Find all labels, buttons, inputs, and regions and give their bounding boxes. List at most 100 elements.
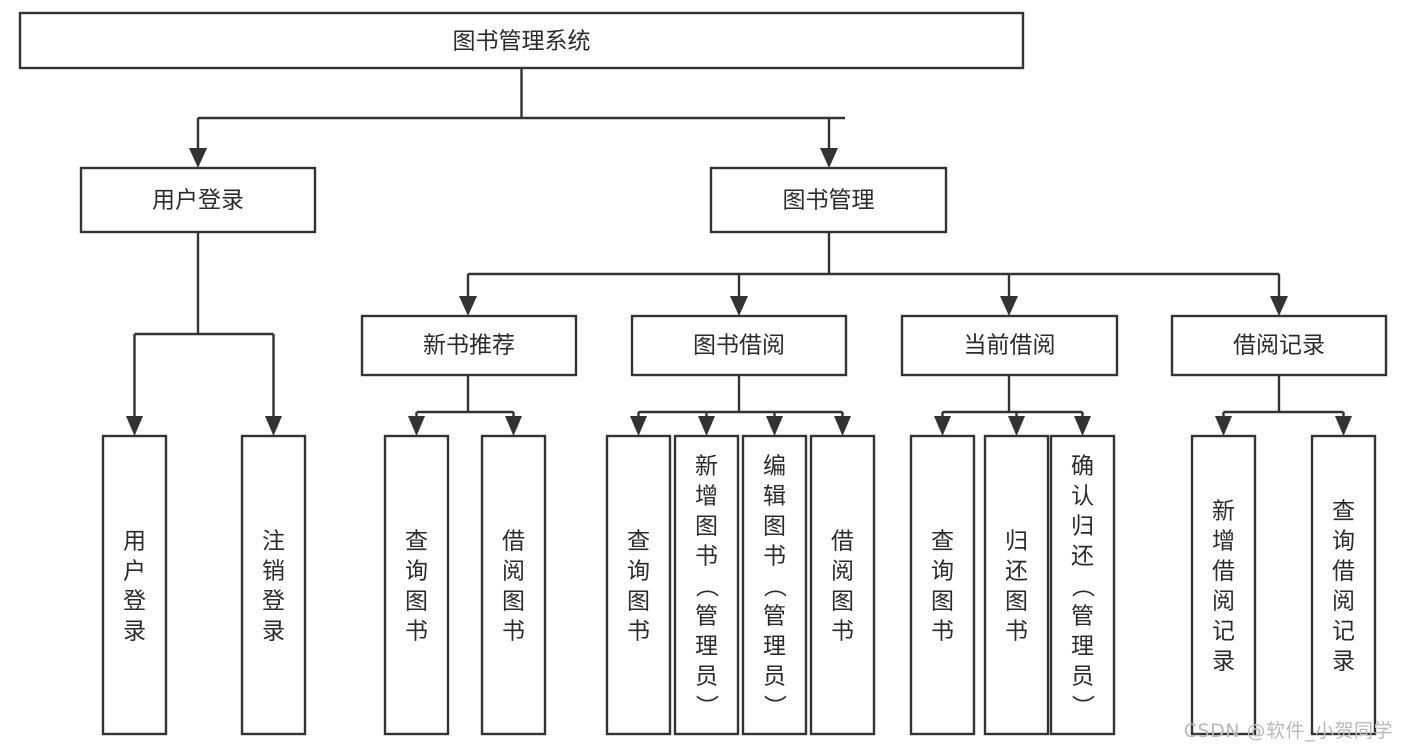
- arrow-head-leaf-borrow-book-recommend: [505, 416, 522, 436]
- svg-text:确: 确: [1071, 453, 1094, 479]
- node-book-manage-box[interactable]: [709, 166, 948, 234]
- arrow-head-leaf-edit-book: [766, 416, 783, 436]
- svg-text:书: 书: [763, 543, 786, 569]
- arrow-head-current-borrow: [1000, 296, 1018, 316]
- svg-text:录: 录: [262, 618, 285, 644]
- arrow-head-leaf-query-book-borrow: [630, 416, 647, 436]
- leaf-labels-group: 用户登录注销登录查询图书借阅图书查询图书新增图书（管理员）编辑图书（管理员）借阅…: [123, 453, 1355, 717]
- node-root-box[interactable]: [18, 11, 1025, 70]
- svg-text:阅: 阅: [831, 558, 854, 584]
- svg-text:询: 询: [405, 558, 428, 584]
- svg-text:理: 理: [763, 633, 786, 659]
- svg-text:借: 借: [502, 528, 525, 554]
- svg-text:图: 图: [502, 588, 525, 614]
- leaf-edit-book-box[interactable]: [741, 434, 808, 736]
- svg-text:书: 书: [627, 618, 650, 644]
- leaf-logout-login-box[interactable]: [240, 434, 307, 736]
- svg-text:图: 图: [763, 513, 786, 539]
- node-book-borrow-label: 图书借阅: [693, 333, 785, 359]
- svg-text:（: （: [1069, 575, 1095, 598]
- arrow-head-leaf-query-borrow-record: [1335, 416, 1352, 436]
- svg-text:管: 管: [695, 603, 718, 629]
- leaf-add-borrow-record-box[interactable]: [1190, 434, 1257, 736]
- leaf-borrow-book-box[interactable]: [809, 434, 876, 736]
- arrow-head-new-book-recommend: [459, 296, 477, 316]
- connector-group-new-book-recommend: [408, 375, 522, 436]
- svg-text:辑: 辑: [763, 483, 786, 509]
- node-book-manage-label: 图书管理: [783, 188, 875, 214]
- connector-group-user-login: [126, 232, 282, 436]
- leaf-query-borrow-record-box[interactable]: [1310, 434, 1377, 736]
- node-book-borrow[interactable]: 图书借阅: [630, 314, 848, 377]
- svg-text:管: 管: [1071, 603, 1094, 629]
- svg-text:查: 查: [931, 528, 954, 554]
- arrow-head-leaf-query-book-recommend: [408, 416, 425, 436]
- svg-text:书: 书: [405, 618, 428, 644]
- leaf-confirm-return-box[interactable]: [1049, 434, 1116, 736]
- node-root[interactable]: 图书管理系统: [18, 11, 1025, 70]
- svg-text:书: 书: [695, 543, 718, 569]
- svg-text:图: 图: [695, 513, 718, 539]
- svg-text:）: ）: [693, 695, 719, 718]
- svg-text:用: 用: [123, 528, 146, 554]
- svg-text:阅: 阅: [502, 558, 525, 584]
- leaf-return-book-box[interactable]: [983, 434, 1050, 736]
- node-borrow-record-box[interactable]: [1170, 314, 1388, 377]
- arrow-head-user-login: [189, 148, 207, 168]
- svg-text:录: 录: [123, 618, 146, 644]
- leaf-nodes-group: [101, 434, 1377, 736]
- arrow-head-leaf-confirm-return: [1074, 416, 1091, 436]
- svg-text:还: 还: [1005, 558, 1028, 584]
- svg-text:询: 询: [1332, 528, 1355, 554]
- svg-text:还: 还: [1071, 543, 1094, 569]
- svg-text:新: 新: [1212, 498, 1235, 524]
- leaf-query-book-borrow-box[interactable]: [605, 434, 672, 736]
- svg-text:新: 新: [695, 453, 718, 479]
- leaf-add-book-box[interactable]: [673, 434, 740, 736]
- svg-text:归: 归: [1071, 513, 1094, 539]
- arrow-head-leaf-add-borrow-record: [1215, 416, 1232, 436]
- node-current-borrow-label: 当前借阅: [964, 333, 1056, 359]
- node-borrow-record[interactable]: 借阅记录: [1170, 314, 1388, 377]
- svg-text:（: （: [761, 575, 787, 598]
- svg-text:）: ）: [761, 695, 787, 718]
- node-user-login[interactable]: 用户登录: [79, 166, 317, 234]
- svg-text:理: 理: [695, 633, 718, 659]
- svg-text:编: 编: [763, 453, 786, 479]
- leaf-query-book-current-box[interactable]: [909, 434, 976, 736]
- node-book-borrow-box[interactable]: [630, 314, 848, 377]
- svg-text:借: 借: [1212, 558, 1235, 584]
- svg-text:）: ）: [1069, 695, 1095, 718]
- svg-text:增: 增: [695, 483, 718, 509]
- node-new-book-recommend[interactable]: 新书推荐: [360, 314, 578, 377]
- leaf-user-login-box[interactable]: [101, 434, 168, 736]
- svg-text:书: 书: [831, 618, 854, 644]
- svg-text:记: 记: [1332, 618, 1355, 644]
- svg-text:图: 图: [405, 588, 428, 614]
- connector-group-root: [189, 68, 845, 168]
- arrow-head-leaf-add-book: [698, 416, 715, 436]
- node-new-book-recommend-box[interactable]: [360, 314, 578, 377]
- svg-text:书: 书: [1005, 618, 1028, 644]
- node-current-borrow[interactable]: 当前借阅: [900, 314, 1119, 377]
- node-current-borrow-box[interactable]: [900, 314, 1119, 377]
- arrow-head-leaf-logout-login: [265, 416, 282, 436]
- connector-group-current-borrow: [934, 375, 1091, 436]
- svg-text:借: 借: [831, 528, 854, 554]
- leaf-query-book-recommend-box[interactable]: [383, 434, 450, 736]
- leaf-borrow-book-recommend-box[interactable]: [480, 434, 547, 736]
- svg-text:书: 书: [931, 618, 954, 644]
- node-book-manage[interactable]: 图书管理: [709, 166, 948, 234]
- node-user-login-box[interactable]: [79, 166, 317, 234]
- connector-group-book-manage: [459, 232, 1288, 316]
